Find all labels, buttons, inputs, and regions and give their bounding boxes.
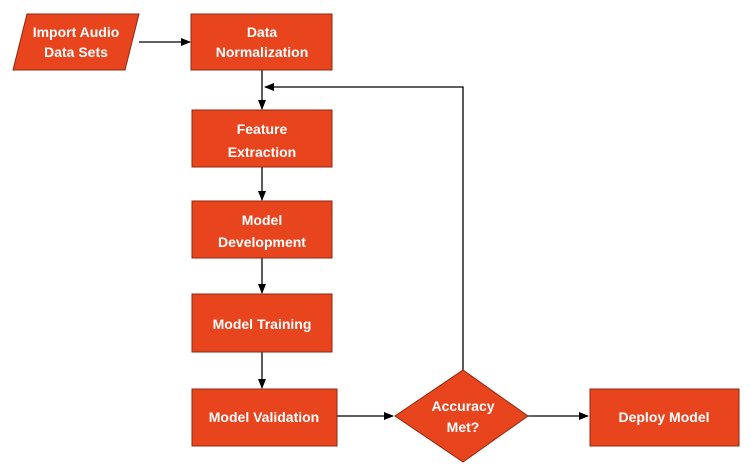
node-label-line2: Extraction xyxy=(228,144,296,160)
node-import-audio-data-sets: Import Audio Data Sets xyxy=(12,13,140,71)
node-accuracy-met-decision: Accuracy Met? xyxy=(394,369,529,463)
node-label: Model Validation xyxy=(209,409,319,425)
node-label-line2: Data Sets xyxy=(44,44,108,60)
node-label-line1: Data xyxy=(247,24,278,40)
edges xyxy=(139,38,589,420)
node-label: Deploy Model xyxy=(618,409,709,425)
process-box xyxy=(589,388,740,447)
node-deploy-model: Deploy Model xyxy=(589,388,740,447)
node-label-line2: Development xyxy=(218,234,306,250)
parallelogram-shape xyxy=(12,13,140,71)
node-model-development: Model Development xyxy=(191,200,333,259)
process-box xyxy=(191,200,333,259)
node-label-line1: Accuracy xyxy=(431,398,494,414)
process-box xyxy=(191,293,333,353)
node-label-line2: Normalization xyxy=(216,44,309,60)
node-feature-extraction: Feature Extraction xyxy=(191,109,333,168)
process-box xyxy=(191,109,333,168)
node-label-line1: Model xyxy=(242,212,282,228)
node-data-normalization: Data Normalization xyxy=(190,13,333,71)
edge-accuracy-feedback-loop xyxy=(264,83,464,370)
node-label-line2: Met? xyxy=(447,419,480,435)
node-label-line1: Import Audio xyxy=(33,24,120,40)
node-model-validation: Model Validation xyxy=(191,388,338,447)
decision-diamond xyxy=(394,369,529,463)
node-label: Model Training xyxy=(213,316,312,332)
process-box xyxy=(191,388,338,447)
node-label-line1: Feature xyxy=(237,121,288,137)
node-model-training: Model Training xyxy=(191,293,333,353)
process-box xyxy=(190,13,333,71)
